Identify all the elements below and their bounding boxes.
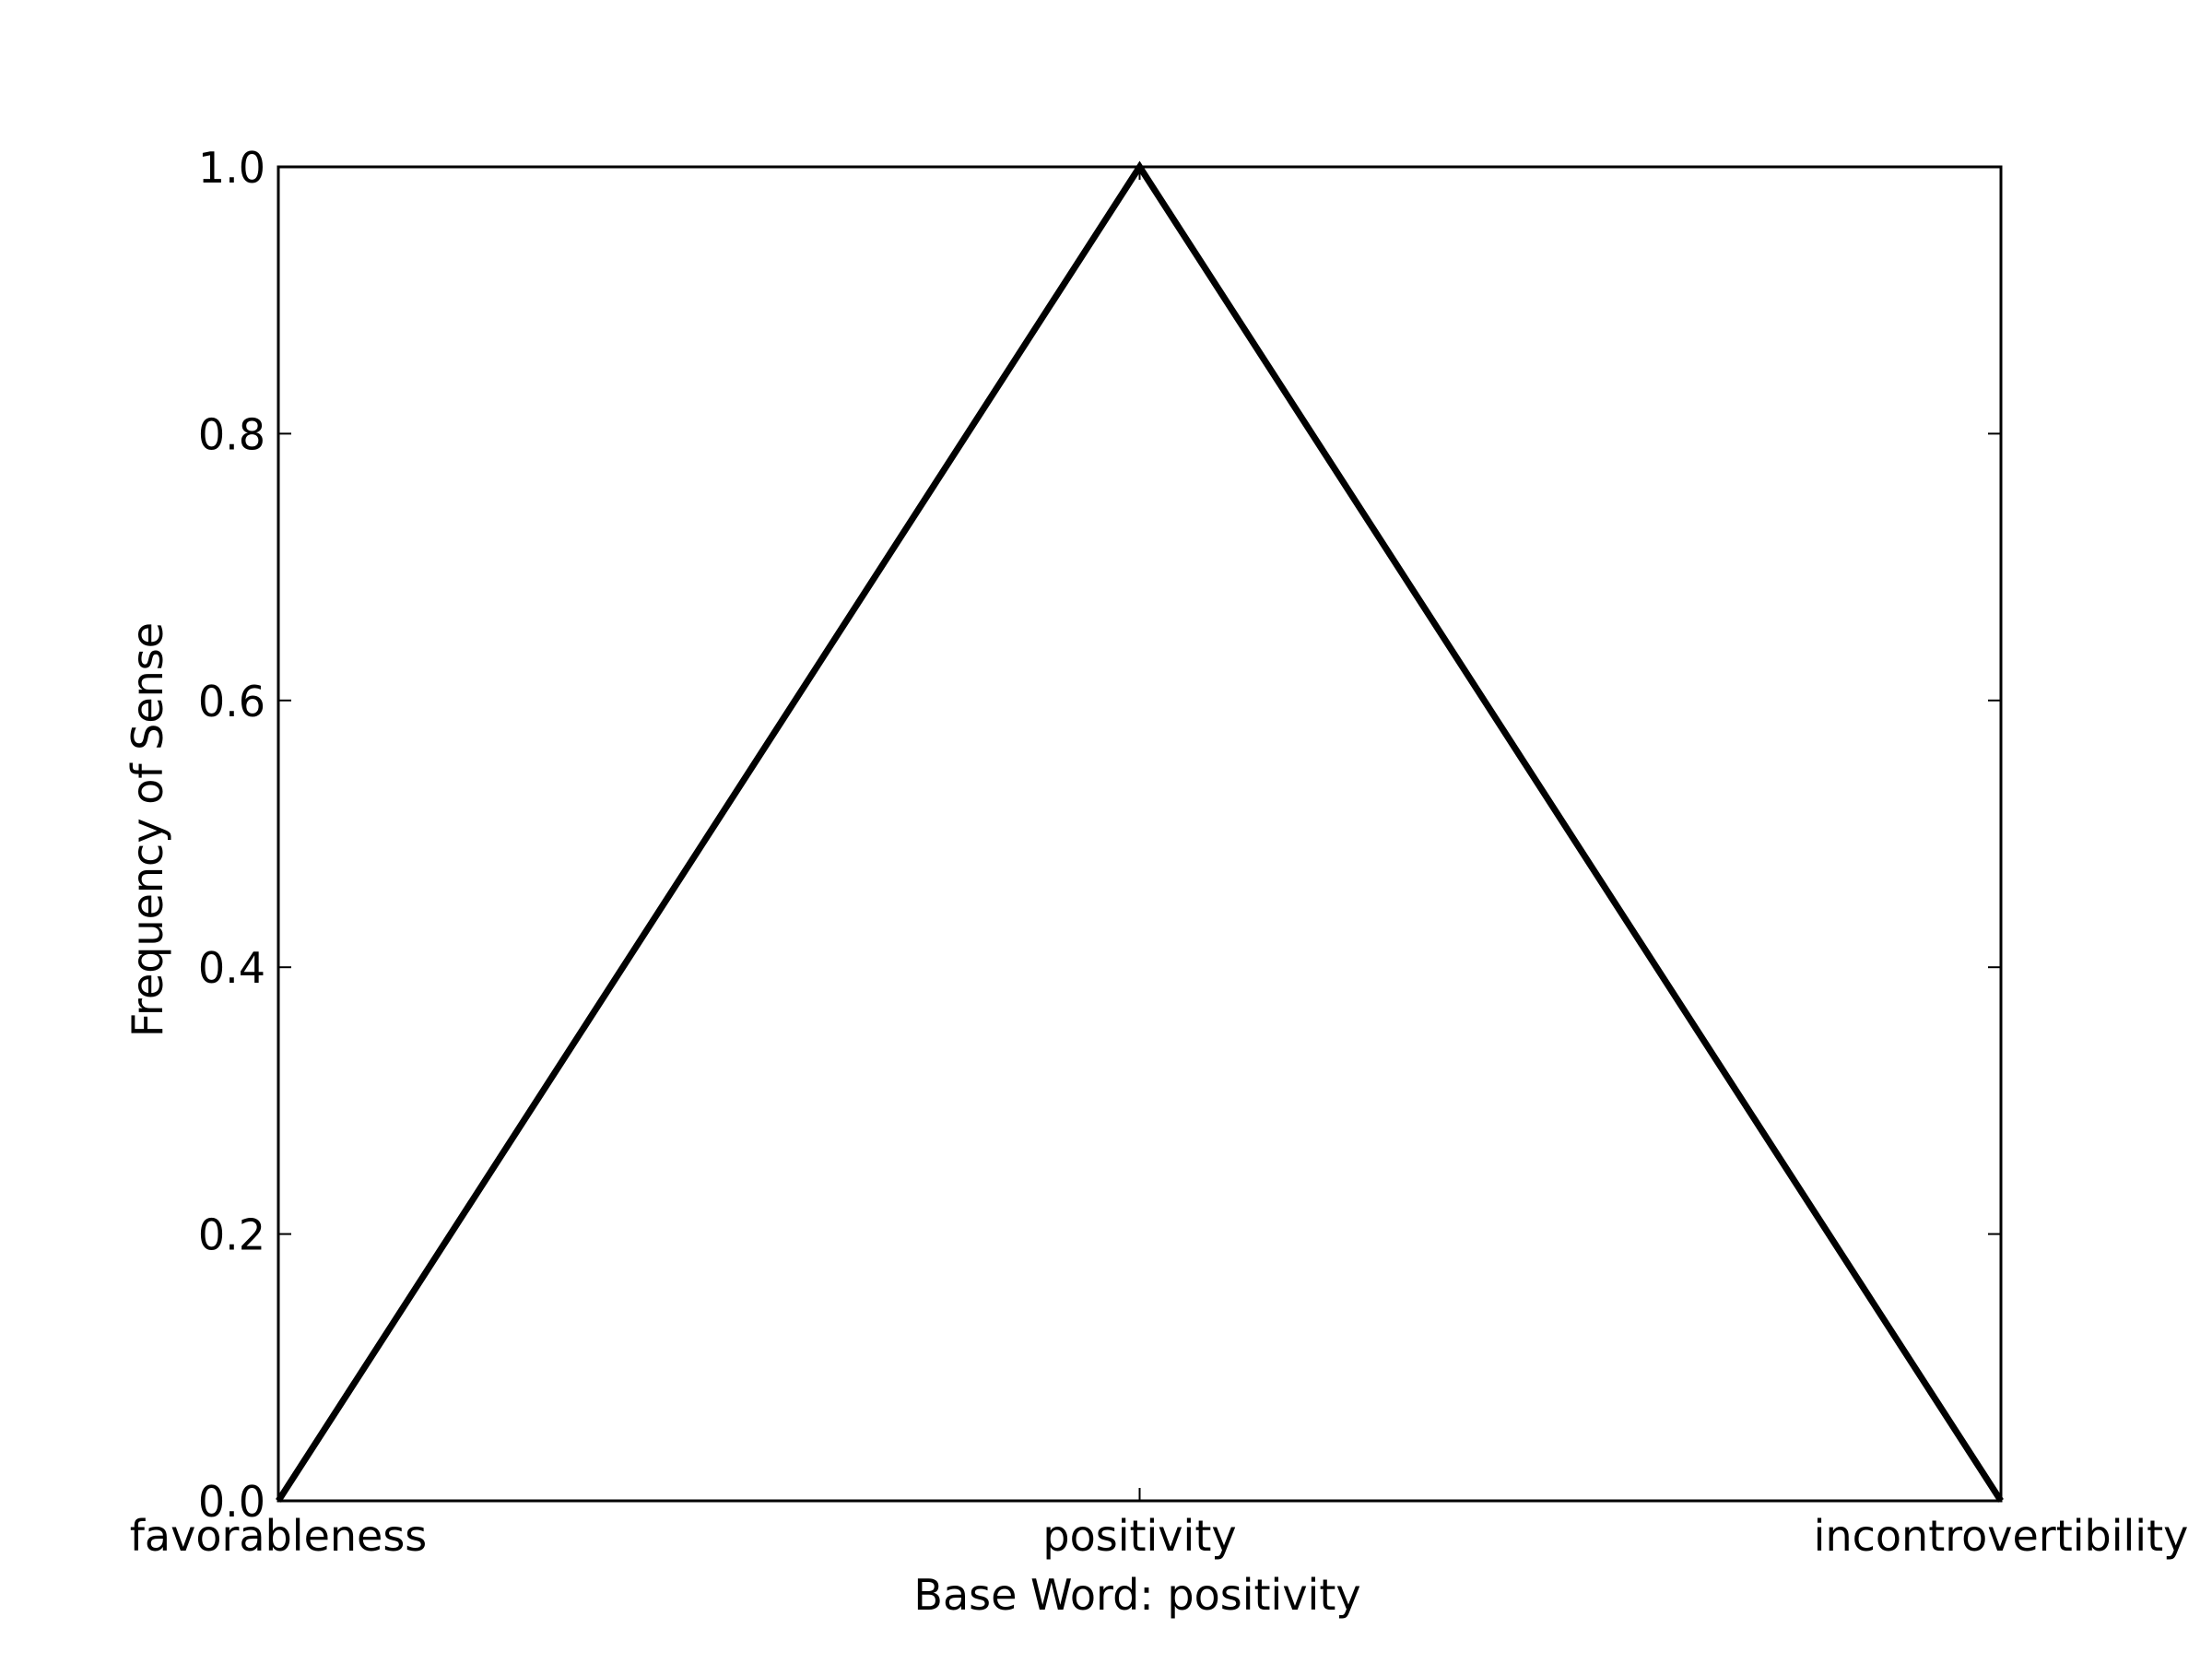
y-tick-label: 0.6 (198, 677, 265, 726)
y-axis: 0.0 0.2 0.4 0.6 0.8 1.0 (198, 143, 2001, 1527)
plot-frame (276, 165, 2003, 1503)
x-axis-label: Base Word: positivity (913, 1570, 1360, 1620)
x-tick-label: favorableness (130, 1511, 428, 1561)
series-layer (276, 160, 2004, 1503)
x-tick-label: incontrovertibility (1814, 1511, 2189, 1561)
y-tick-label: 0.4 (198, 943, 265, 993)
series-line (276, 160, 2004, 1503)
x-axis: favorableness positivity incontrovertibili… (130, 167, 2189, 1561)
y-tick-label: 0.8 (198, 409, 265, 459)
y-tick-label: 1.0 (198, 143, 265, 193)
y-tick-label: 0.0 (198, 1477, 265, 1527)
y-tick-label: 0.2 (198, 1210, 265, 1260)
plot-area (276, 165, 2003, 1503)
x-tick-label: positivity (1042, 1511, 1236, 1561)
y-axis-label: Frequency of Sense (123, 622, 172, 1037)
